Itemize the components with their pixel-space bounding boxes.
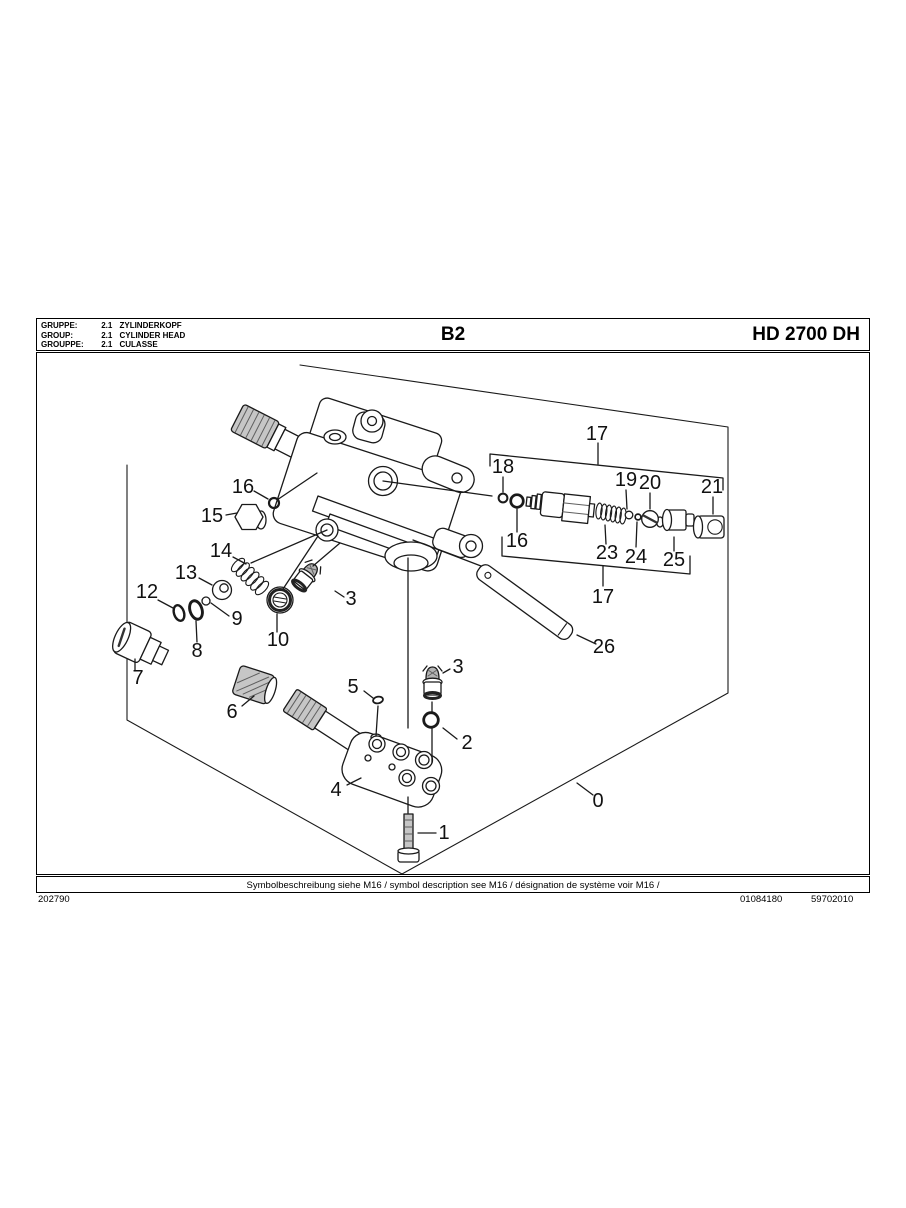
part-callout-9: 9 xyxy=(231,608,242,630)
group-code: 2.1 xyxy=(101,321,113,330)
group-code: 2.1 xyxy=(101,330,113,340)
symbol-note: Symbolbeschreibung siehe M16 / symbol de… xyxy=(246,879,660,891)
part-12-o-ring xyxy=(172,604,186,622)
part-callout-7: 7 xyxy=(132,667,143,689)
part-16-o-ring-left xyxy=(267,496,281,510)
part-callout-16: 16 xyxy=(506,530,528,552)
part-5-o-ring xyxy=(372,695,384,705)
part-unloader-piston xyxy=(525,491,596,525)
part-15-hex-plug xyxy=(234,503,267,531)
part-callout-4: 4 xyxy=(330,779,341,801)
group-row-fr: GROUPPE: 2.1 CULASSE xyxy=(41,340,185,350)
part-callout-2: 2 xyxy=(461,732,472,754)
part-callout-18: 18 xyxy=(492,456,514,478)
part-callout-14: 14 xyxy=(210,540,232,562)
part-callout-3: 3 xyxy=(452,656,463,678)
group-row-en: GROUP: 2.1 CYLINDER HEAD xyxy=(41,331,185,341)
part-23-spring xyxy=(595,502,627,525)
part-16-o-ring-right xyxy=(509,493,525,509)
group-name: CYLINDER HEAD xyxy=(119,330,186,340)
exploded-diagram: 0123345678910121314151616171718192021232… xyxy=(112,364,729,874)
callout-ticks xyxy=(134,442,714,834)
leader-lines xyxy=(250,472,493,814)
part-callout-23: 23 xyxy=(596,542,618,564)
part-callout-8: 8 xyxy=(191,640,202,662)
footer-bar: Symbolbeschreibung siehe M16 / symbol de… xyxy=(36,876,870,893)
part-callout-16: 16 xyxy=(232,476,254,498)
part-3-valve-insert-mid xyxy=(291,559,322,593)
group-label: GROUP: xyxy=(41,330,73,340)
doc-number-left: 202790 xyxy=(38,894,70,905)
part-callout-20: 20 xyxy=(639,472,661,494)
doc-numbers: 202790 01084180 59702010 xyxy=(0,894,906,906)
part-2-o-ring xyxy=(422,711,440,729)
group-name: ZYLINDERKOPF xyxy=(119,321,182,330)
part-14-spring xyxy=(230,557,270,596)
part-callout-26: 26 xyxy=(593,636,615,658)
part-7-plug xyxy=(112,621,170,666)
part-25-piston-guide xyxy=(661,508,695,532)
part-callout-17: 17 xyxy=(592,586,614,608)
part-callout-3: 3 xyxy=(345,588,356,610)
doc-number-right: 59702010 xyxy=(811,894,854,905)
part-callout-1: 1 xyxy=(438,822,449,844)
group-row-de: GRUPPE: 2.1 ZYLINDERKOPF xyxy=(41,321,185,331)
part-3-valve-insert-bottom xyxy=(422,665,443,700)
group-label: GRUPPE: xyxy=(41,321,78,330)
part-callout-19: 19 xyxy=(615,469,637,491)
part-callout-25: 25 xyxy=(663,549,685,571)
part-callout-15: 15 xyxy=(201,505,223,527)
assembly-outline xyxy=(126,364,729,874)
part-20-screw xyxy=(641,510,665,528)
part-4-manifold-block xyxy=(341,731,443,808)
group-name: CULASSE xyxy=(119,340,158,349)
model-name: HD 2700 DH xyxy=(752,324,860,345)
part-callout-5: 5 xyxy=(347,676,358,698)
sheet-code: B2 xyxy=(440,324,466,345)
group-code: 2.1 xyxy=(101,340,113,349)
part-24-o-ring xyxy=(634,513,642,521)
group-17-brackets xyxy=(489,453,724,575)
part-callout-24: 24 xyxy=(625,546,647,568)
part-6-knurled-cap xyxy=(232,665,278,705)
part-callout-6: 6 xyxy=(226,701,237,723)
part-callout-0: 0 xyxy=(592,790,603,812)
part-10-plug xyxy=(266,586,294,614)
part-callout-13: 13 xyxy=(175,562,197,584)
part-19-ball xyxy=(624,510,634,520)
part-callout-12: 12 xyxy=(136,581,158,603)
cylinder-head-body xyxy=(272,397,484,572)
part-26-bar xyxy=(476,564,574,641)
part-13-valve-seat xyxy=(211,579,233,601)
doc-number-center: 01084180 xyxy=(740,894,783,905)
part-8-o-ring xyxy=(188,599,204,621)
header: GRUPPE: 2.1 ZYLINDERKOPF GROUP: 2.1 CYLI… xyxy=(36,318,870,351)
part-callout-17: 17 xyxy=(586,423,608,445)
part-1-bolt xyxy=(397,813,420,863)
part-18-o-ring xyxy=(497,492,509,504)
part-callout-10: 10 xyxy=(267,629,289,651)
part-21-sleeve xyxy=(692,515,725,539)
part-callout-21: 21 xyxy=(701,476,723,498)
group-title-block: GRUPPE: 2.1 ZYLINDERKOPF GROUP: 2.1 CYLI… xyxy=(41,321,185,350)
group-label: GROUPPE: xyxy=(41,340,84,349)
part-9-ball xyxy=(201,596,211,606)
